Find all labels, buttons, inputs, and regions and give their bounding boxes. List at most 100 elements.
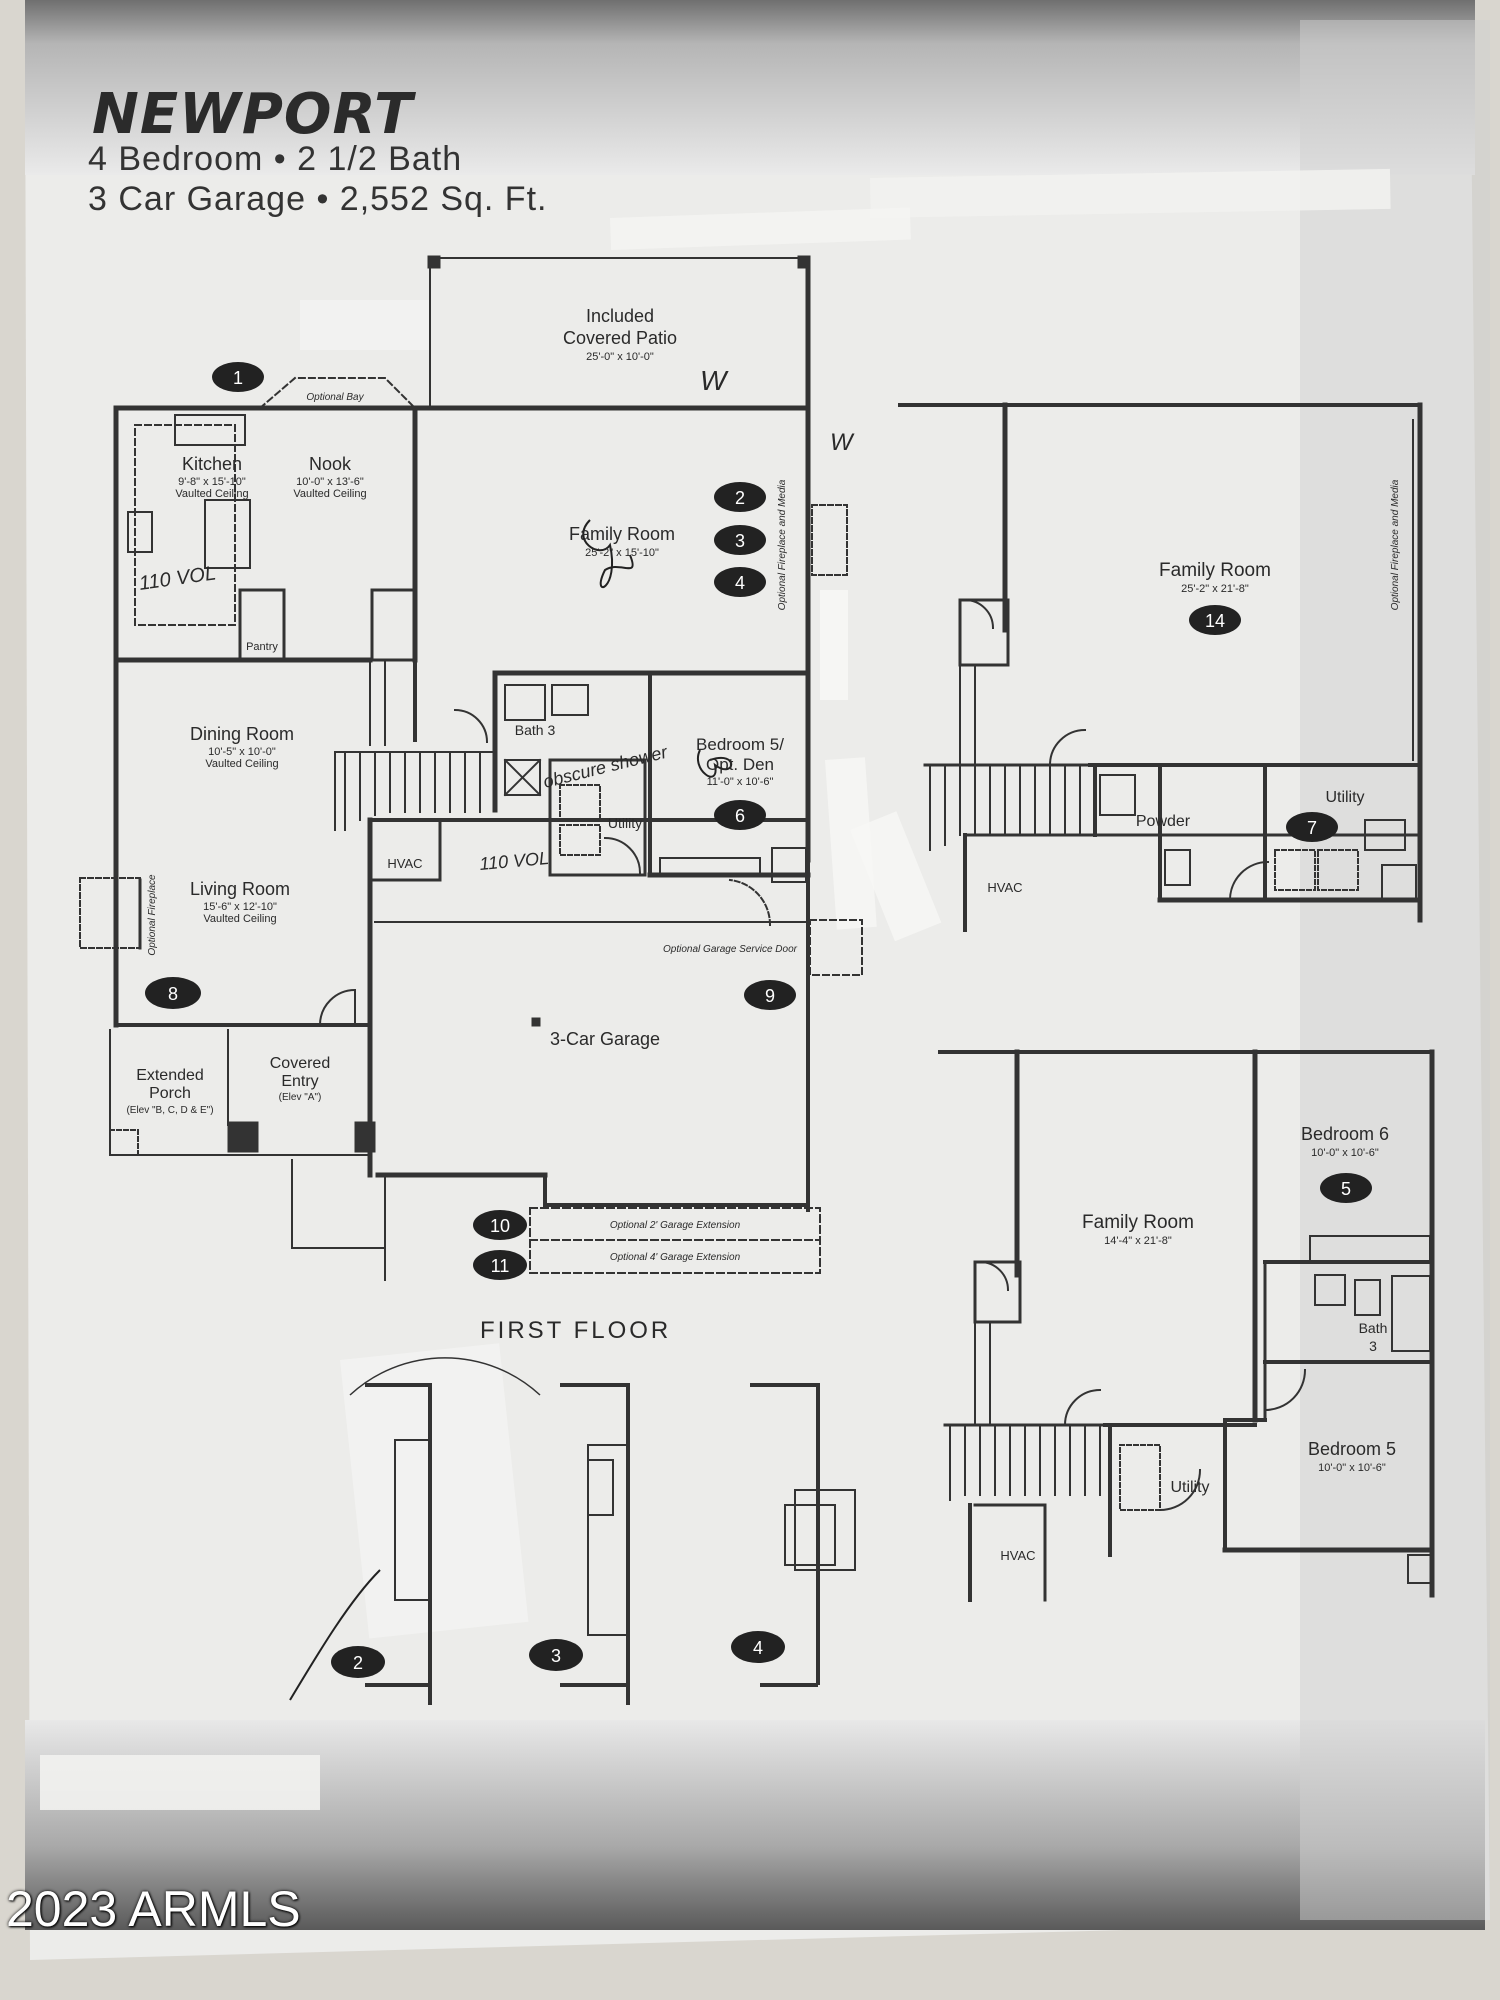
handwritten-w-family: W (830, 429, 855, 456)
option-badge: 2 (331, 1646, 385, 1678)
porch-label-2: Porch (149, 1085, 191, 1102)
option-badge: 14 (1189, 605, 1241, 635)
pantry-label: Pantry (246, 641, 278, 653)
option-badge: 3 (529, 1639, 583, 1671)
alt-b-bedroom5-dim: 10'-0" x 10'-6" (1318, 1462, 1386, 1474)
alt-b-bath-number: 3 (1369, 1338, 1377, 1354)
option-badge: 8 (145, 977, 201, 1009)
alt-b-hvac-label: HVAC (1000, 1548, 1035, 1563)
tape-strip (340, 1343, 529, 1639)
alt-a-family-label: Family Room (1159, 560, 1271, 581)
option-badge-number: 9 (765, 986, 775, 1006)
option-badge: 3 (714, 525, 766, 555)
option-badge: 4 (731, 1631, 785, 1663)
entry-label-1: Covered (270, 1055, 330, 1072)
living-room-dim: 15'-6" x 12'-10" (203, 901, 277, 913)
entry-note: (Elev "A") (279, 1092, 322, 1103)
nook-dim: 10'-0" x 13'-6" (296, 476, 364, 488)
header-shading (25, 0, 1475, 175)
option-badge: 11 (473, 1250, 527, 1280)
patio-dim: 25'-0" x 10'-0" (586, 351, 654, 363)
kitchen-label: Kitchen (182, 454, 242, 474)
copyright-watermark: 2023 ARMLS (6, 1881, 301, 1937)
optional-fireplace-note: Optional Fireplace (147, 874, 158, 956)
option-badge-number: 10 (490, 1216, 510, 1236)
option-badge-number: 3 (551, 1646, 561, 1666)
option-badge-number: 4 (753, 1638, 763, 1658)
handwritten-w-patio: W (700, 365, 729, 396)
garage-label: 3-Car Garage (550, 1029, 660, 1049)
alt-b-bath-label: Bath (1359, 1320, 1388, 1336)
dining-room-dim: 10'-5" x 10'-0" (208, 746, 276, 758)
option-badge-number: 11 (491, 1256, 510, 1276)
alt-a-fireplace-note: Optional Fireplace and Media (1390, 479, 1401, 610)
hvac-label: HVAC (387, 856, 422, 871)
option-badge-number: 2 (735, 488, 745, 508)
plan-subtitle-garage-sqft: 3 Car Garage • 2,552 Sq. Ft. (88, 180, 548, 218)
option-badge-number: 6 (735, 806, 745, 826)
tape-strip (610, 207, 911, 250)
utility-label: Utility (608, 815, 642, 831)
garage-service-door-note: Optional Garage Service Door (663, 944, 798, 955)
alt-b-bedroom6-label: Bedroom 6 (1301, 1124, 1389, 1144)
first-floor-label: FIRST FLOOR (480, 1317, 671, 1344)
tape-strip (825, 757, 877, 930)
living-room-note: Vaulted Ceiling (203, 913, 276, 925)
garage-ext4-label: Optional 4' Garage Extension (610, 1252, 741, 1263)
porch-note: (Elev "B, C, D & E") (126, 1105, 213, 1116)
fireplace-media-note: Optional Fireplace and Media (777, 479, 788, 610)
tape-strip (849, 811, 942, 942)
alt-b-family-label: Family Room (1082, 1212, 1194, 1233)
patio-label-2: Covered Patio (563, 328, 677, 348)
bedroom5-label-1: Bedroom 5/ (696, 735, 784, 754)
option-badge: 4 (714, 567, 766, 597)
tape-strip (300, 300, 430, 350)
plan-title: NEWPORT (92, 82, 414, 147)
bath3-label: Bath 3 (515, 722, 556, 738)
dining-room-note: Vaulted Ceiling (205, 758, 278, 770)
option-badge: 10 (473, 1210, 527, 1240)
alt-b-bedroom5-label: Bedroom 5 (1308, 1439, 1396, 1459)
plan-subtitle-bed-bath: 4 Bedroom • 2 1/2 Bath (88, 140, 463, 178)
option-badge-number: 2 (353, 1653, 363, 1673)
option-badge-number: 1 (233, 368, 243, 388)
option-badge-number: 3 (735, 531, 745, 551)
option-badge-number: 14 (1205, 611, 1225, 631)
option-badge-number: 5 (1341, 1179, 1351, 1199)
option-badge: 5 (1320, 1173, 1372, 1203)
option-badge: 2 (714, 482, 766, 512)
family-room-label: Family Room (569, 524, 675, 544)
living-room-label: Living Room (190, 879, 290, 899)
nook-note: Vaulted Ceiling (293, 488, 366, 500)
option-badge-number: 7 (1307, 818, 1317, 838)
option-badge-number: 8 (168, 984, 178, 1004)
optional-bay-label: Optional Bay (306, 392, 364, 403)
tape-strip (870, 168, 1391, 218)
option-badge: 9 (744, 980, 796, 1010)
tape-strip (820, 590, 848, 700)
alt-b-bedroom6-dim: 10'-0" x 10'-6" (1311, 1147, 1379, 1159)
alt-a-utility-label: Utility (1325, 789, 1364, 806)
entry-label-2: Entry (281, 1073, 318, 1090)
tape-strip (40, 1755, 320, 1810)
garage-ext2-label: Optional 2' Garage Extension (610, 1220, 741, 1231)
kitchen-note: Vaulted Ceiling (175, 488, 248, 500)
alt-a-powder-label: Powder (1136, 813, 1191, 830)
option-badge: 1 (212, 362, 264, 392)
alt-b-utility-label: Utility (1170, 1479, 1209, 1496)
patio-label-1: Included (586, 306, 654, 326)
bedroom5-label-2: Opt. Den (706, 755, 774, 774)
handwritten-110vol-kitchen: 110 VOL (138, 562, 218, 595)
alt-b-family-dim: 14'-4" x 21'-8" (1104, 1235, 1172, 1247)
porch-label-1: Extended (136, 1067, 204, 1084)
kitchen-dim: 9'-8" x 15'-10" (178, 476, 246, 488)
dining-room-label: Dining Room (190, 724, 294, 744)
handwritten-110vol-hvac: 110 VOL (479, 848, 550, 874)
nook-label: Nook (309, 454, 352, 474)
alt-a-family-dim: 25'-2" x 21'-8" (1181, 583, 1249, 595)
family-room-dim: 25'-2" x 15'-10" (585, 547, 659, 559)
bedroom5-dim: 11'-0" x 10'-6" (707, 776, 774, 788)
